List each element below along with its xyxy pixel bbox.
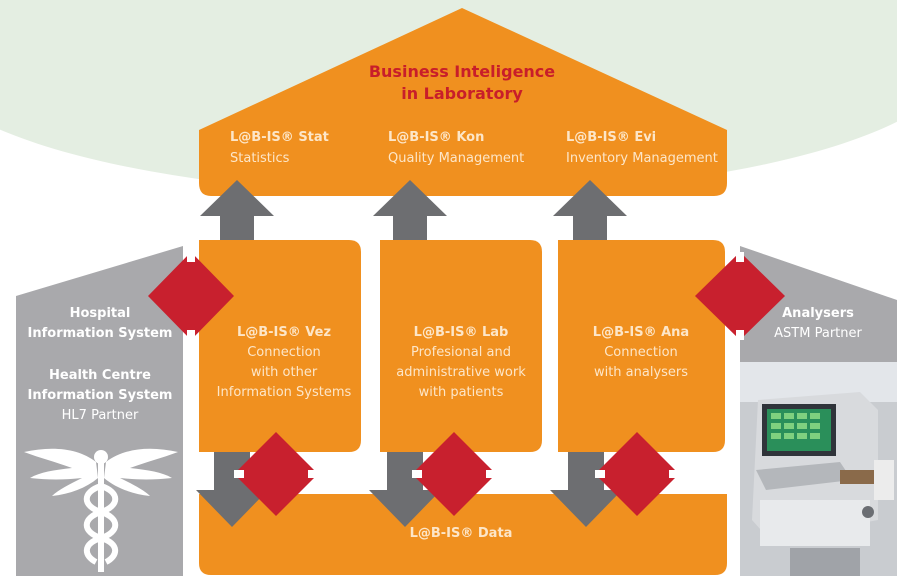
hl7-partner-label: HL7 Partner [62,408,139,423]
bidirectional-arrow-vez-data [234,432,318,516]
middle-module-line: Information Systems [217,385,352,400]
astm-partner-label: ASTM Partner [774,326,862,341]
hospital-title: Information System [28,326,173,341]
middle-module-line: with analysers [594,365,688,380]
up-arrow-right [553,180,627,240]
health-centre-title: Information System [28,388,173,403]
middle-module-name: L@B-IS® Lab [414,325,509,340]
data-module-name: L@B-IS® Data [410,526,513,541]
header-title-line2: in Laboratory [401,84,523,103]
top-module-subtitle: Inventory Management [566,151,718,166]
top-module-name: L@B-IS® Evi [566,130,656,145]
top-module-name: L@B-IS® Stat [230,130,329,145]
business-intelligence-house [199,8,727,196]
header-title-line1: Business Inteligence [369,62,555,81]
analysers-title: Analysers [782,306,854,321]
up-arrow-middle [373,180,447,240]
middle-module-name: L@B-IS® Vez [237,325,331,340]
module-box-lab [380,240,542,452]
module-box-ana [558,240,725,452]
bidirectional-arrow-analysers [695,252,785,340]
bidirectional-arrow-ana-data [595,432,679,516]
middle-module-name: L@B-IS® Ana [593,325,689,340]
analyser-photo [740,362,897,576]
up-arrow-left [200,180,274,240]
top-module-subtitle: Statistics [230,151,290,166]
middle-module-line: Connection [604,345,678,360]
hospital-title: Hospital [70,306,131,321]
bidirectional-arrow-hospital [148,252,234,340]
middle-module-line: Profesional and [411,345,511,360]
top-module-subtitle: Quality Management [388,151,524,166]
health-centre-title: Health Centre [49,368,151,383]
middle-module-line: with other [251,365,318,380]
middle-module-line: administrative work [396,365,526,380]
middle-module-line: with patients [419,385,504,400]
module-box-vez [199,240,361,452]
top-module-name: L@B-IS® Kon [388,130,484,145]
caduceus-icon [24,448,178,572]
bidirectional-arrow-lab-data [412,432,496,516]
middle-module-line: Connection [247,345,321,360]
